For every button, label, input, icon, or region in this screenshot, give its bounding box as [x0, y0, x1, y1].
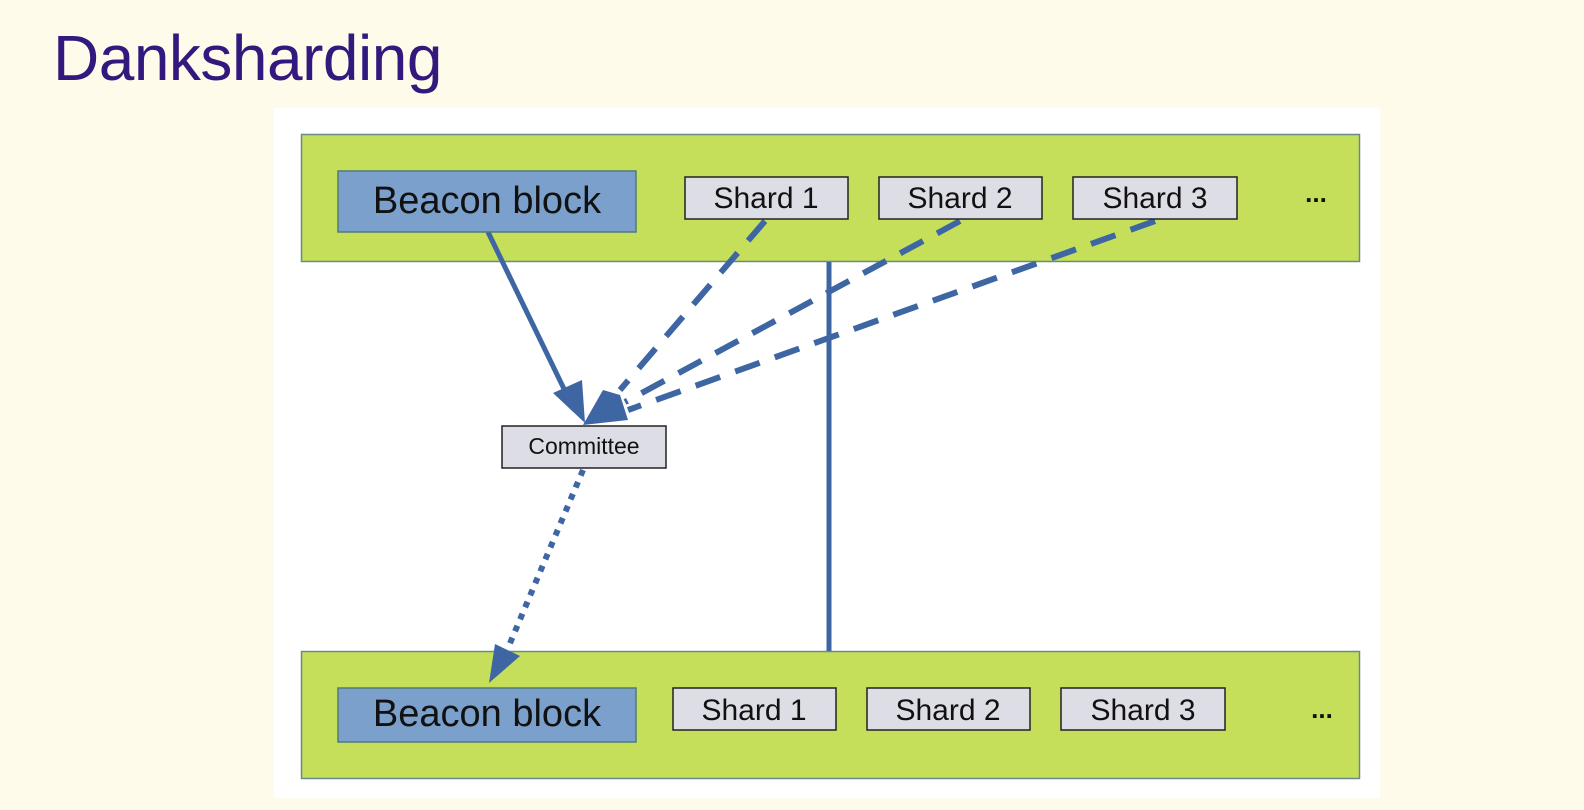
arrowhead-beacon-to-committee	[553, 380, 585, 423]
top-shard-1-label: Shard 1	[713, 182, 818, 215]
arrowhead-shards-to-committee	[583, 390, 628, 425]
edge-beacon-to-committee	[485, 230, 569, 395]
top-shard-1[interactable]: Shard 1	[684, 176, 849, 220]
top-beacon-block[interactable]: Beacon block	[337, 170, 637, 233]
edge-shard3-to-committee	[626, 218, 1157, 413]
top-shard-3[interactable]: Shard 3	[1072, 176, 1238, 220]
page-title: Danksharding	[53, 22, 442, 94]
committee-box[interactable]: Committee	[501, 425, 667, 469]
bottom-slot-ellipsis: ...	[1311, 694, 1333, 724]
bottom-shard-3-label: Shard 3	[1090, 694, 1195, 727]
bottom-beacon-block[interactable]: Beacon block	[337, 687, 637, 743]
edge-committee-to-beacon	[505, 468, 586, 650]
bottom-shard-2[interactable]: Shard 2	[866, 687, 1031, 731]
bottom-shard-1-label: Shard 1	[701, 694, 806, 727]
bottom-shard-1[interactable]: Shard 1	[672, 687, 837, 731]
bottom-shard-2-label: Shard 2	[895, 694, 1000, 727]
bottom-beacon-label: Beacon block	[373, 693, 602, 735]
top-beacon-label: Beacon block	[373, 180, 602, 222]
arrowhead-committee-to-beacon	[489, 644, 520, 683]
top-shard-2[interactable]: Shard 2	[878, 176, 1043, 220]
edge-shard2-to-committee	[623, 218, 962, 405]
top-shard-2-label: Shard 2	[907, 182, 1012, 215]
top-slot-ellipsis: ...	[1305, 178, 1327, 208]
top-shard-3-label: Shard 3	[1102, 182, 1207, 215]
bottom-shard-3[interactable]: Shard 3	[1060, 687, 1226, 731]
committee-label: Committee	[528, 433, 639, 459]
edge-shard1-to-committee	[617, 219, 768, 392]
